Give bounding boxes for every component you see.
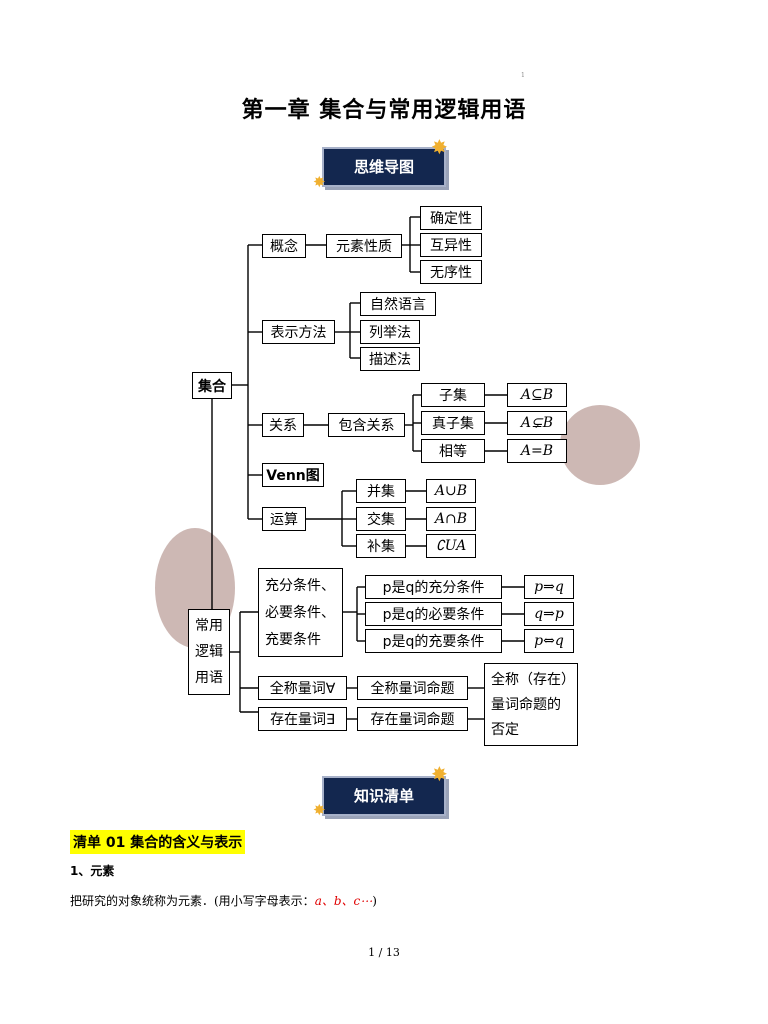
node-natural-language: 自然语言 bbox=[360, 292, 436, 316]
condition-line-2: 必要条件、 bbox=[265, 604, 335, 621]
node-universal-proposition: 全称量词命题 bbox=[357, 676, 468, 700]
node-distinct: 互异性 bbox=[420, 233, 482, 257]
expr-necessary: q⇒p bbox=[524, 602, 574, 626]
node-universal-quantifier: 全称量词∀ bbox=[258, 676, 347, 700]
node-intersection: 交集 bbox=[356, 507, 406, 531]
expr-intersection: A∩B bbox=[426, 507, 476, 531]
node-existential-proposition: 存在量词命题 bbox=[357, 707, 468, 731]
star-icon: ✸ bbox=[313, 173, 326, 191]
expr-equal: A=B bbox=[507, 439, 567, 463]
node-proper-subset: 真子集 bbox=[421, 411, 485, 435]
node-unordered: 无序性 bbox=[420, 260, 482, 284]
node-negation: 全称（存在） 量词命题的 否定 bbox=[484, 663, 578, 746]
expr-subset: A⊆B bbox=[507, 383, 567, 407]
node-venn: Venn图 bbox=[262, 463, 324, 487]
condition-line-3: 充要条件 bbox=[265, 631, 321, 648]
node-concept: 概念 bbox=[262, 234, 306, 258]
node-relation: 关系 bbox=[262, 413, 304, 437]
knowledge-list-banner: 知识清单 bbox=[322, 776, 446, 816]
expr-sufficient: p⇒q bbox=[524, 575, 574, 599]
paragraph-letters: a、b、c⋯ bbox=[314, 894, 373, 908]
page-number: 1 / 13 bbox=[368, 946, 400, 959]
paragraph-end: ) bbox=[372, 894, 377, 908]
node-union: 并集 bbox=[356, 479, 406, 503]
logic-line-2: 逻辑 bbox=[195, 644, 223, 660]
page-title: 第一章 集合与常用逻辑用语 bbox=[241, 98, 527, 123]
node-sufficient: p是q的充分条件 bbox=[365, 575, 502, 599]
node-representation: 表示方法 bbox=[262, 320, 335, 344]
subheading: 1、元素 bbox=[70, 864, 115, 878]
node-complement: 补集 bbox=[356, 534, 406, 558]
page-dot: 1 bbox=[521, 72, 525, 79]
logic-line-3: 用语 bbox=[195, 670, 223, 686]
star-icon: ✸ bbox=[431, 762, 448, 786]
node-containment: 包含关系 bbox=[328, 413, 405, 437]
paragraph: 把研究的对象统称为元素．(用小写字母表示：a、b、c⋯) bbox=[70, 892, 377, 909]
node-determinate: 确定性 bbox=[420, 206, 482, 230]
node-equal: 相等 bbox=[421, 439, 485, 463]
star-icon: ✸ bbox=[313, 801, 326, 819]
node-iff: p是q的充要条件 bbox=[365, 629, 502, 653]
node-logic: 常用 逻辑 用语 bbox=[188, 609, 230, 695]
negation-line-3: 否定 bbox=[491, 721, 519, 738]
node-element-property: 元素性质 bbox=[326, 234, 402, 258]
decorative-half-circle bbox=[560, 405, 640, 485]
node-conditions: 充分条件、 必要条件、 充要条件 bbox=[258, 568, 343, 657]
negation-line-1: 全称（存在） bbox=[491, 671, 575, 688]
star-icon: ✸ bbox=[431, 135, 448, 159]
node-existential-quantifier: 存在量词∃ bbox=[258, 707, 347, 731]
node-enumeration: 列举法 bbox=[360, 320, 420, 344]
paragraph-text: 把研究的对象统称为元素．(用小写字母表示： bbox=[70, 894, 315, 908]
node-operation: 运算 bbox=[262, 507, 306, 531]
node-set: 集合 bbox=[192, 372, 232, 399]
expr-iff: p⇔q bbox=[524, 629, 574, 653]
logic-line-1: 常用 bbox=[195, 618, 223, 634]
condition-line-1: 充分条件、 bbox=[265, 577, 335, 594]
expr-union: A∪B bbox=[426, 479, 476, 503]
node-description: 描述法 bbox=[360, 347, 420, 371]
expr-proper-subset: A⊊B bbox=[507, 411, 567, 435]
expr-complement: ∁UA bbox=[426, 534, 476, 558]
negation-line-2: 量词命题的 bbox=[491, 696, 561, 713]
section-heading: 清单 01 集合的含义与表示 bbox=[70, 830, 246, 854]
mindmap-banner: 思维导图 bbox=[322, 147, 446, 187]
node-subset: 子集 bbox=[421, 383, 485, 407]
node-necessary: p是q的必要条件 bbox=[365, 602, 502, 626]
